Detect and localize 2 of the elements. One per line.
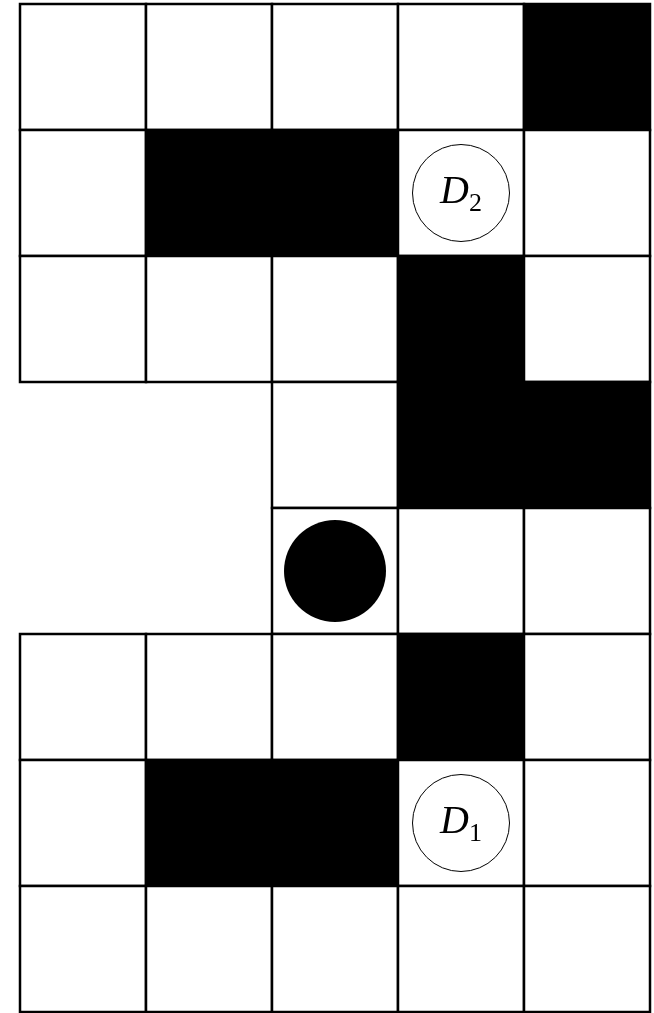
node-label: D$_{2}$ xyxy=(440,170,482,216)
node-label: D$_{1}$ xyxy=(440,800,482,846)
